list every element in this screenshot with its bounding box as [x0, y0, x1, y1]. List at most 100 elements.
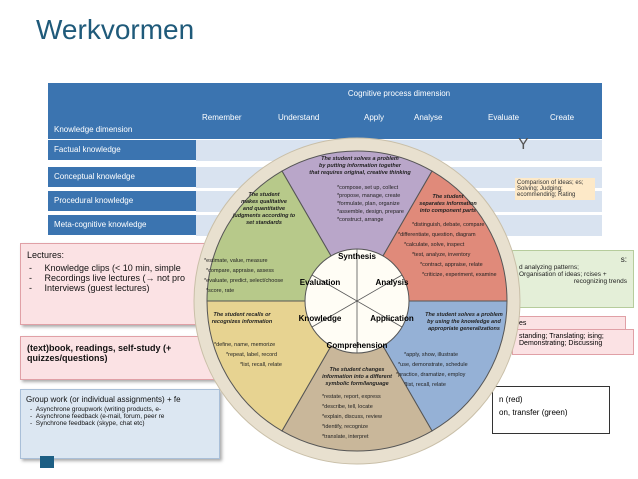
segment-description: and quantitative: [243, 206, 285, 212]
table-row-label: Conceptual knowledge: [48, 166, 196, 187]
column-header: Analyse: [414, 113, 443, 122]
list-item: - Synchrone feedback (skype, chat etc): [30, 420, 145, 427]
segment-description: judgments according to: [232, 213, 296, 219]
segment-verbs: *list, recall, relate: [240, 362, 282, 368]
segment-description: makes qualitative: [241, 199, 287, 205]
knowledge-text: The student recalls or recognizes inform…: [212, 312, 282, 368]
segment-verbs: *assemble, design, prepare: [337, 209, 404, 215]
note-line: s:: [620, 255, 627, 264]
note-line: Organisation of ideas; rcises +: [519, 271, 607, 278]
column-header: Understand: [278, 113, 320, 122]
comprehension-text: The student changes information into a d…: [322, 367, 393, 440]
list-item: - Interviews (guest lectures): [29, 283, 150, 293]
hub-label-analysis: Analysis: [376, 278, 409, 287]
segment-description: appropriate generalizations: [428, 326, 500, 332]
column-headers: Remember Understand Apply Analyse Evalua…: [196, 107, 602, 139]
comprehension-segment: [281, 299, 433, 452]
slide-title: Werkvormen: [36, 14, 195, 45]
hub-label-application: Application: [370, 314, 414, 323]
orange-note-fragment: Comparison of ideas; es; Solving; Judgin…: [515, 178, 595, 200]
note-line: recognizing trends: [573, 278, 627, 285]
segment-verbs: *criticize, experiment, examine: [422, 272, 497, 278]
note-line: n (red): [499, 395, 523, 404]
segment-verbs: *compose, set up, collect: [337, 185, 399, 191]
segment-description: symbolic form/language: [325, 381, 388, 387]
segment-verbs: *distinguish, debate, compare: [412, 222, 484, 228]
segment-verbs: *use, demonstrate, schedule: [398, 362, 468, 368]
segment-description: The student: [432, 194, 464, 200]
lectures-box: Lectures: - Knowledge clips (< 10 min, s…: [20, 243, 220, 325]
synthesis-segment: [281, 150, 433, 302]
segment-description: by putting information together: [319, 163, 402, 169]
hub-label-synthesis: Synthesis: [338, 252, 376, 261]
segment-description: The student changes: [329, 367, 384, 373]
pink-note-fragment: standing; Translating; ising; Demonstrat…: [512, 329, 634, 355]
segment-verbs: *propose, manage, create: [337, 193, 400, 199]
column-header: Create: [550, 113, 575, 122]
hub-label-comprehension: Comprehension: [327, 341, 388, 350]
list-item: - Asynchrone groupwork (writing products…: [30, 406, 162, 413]
list-item: - Asynchrone feedback (e-mail, forum, pe…: [30, 413, 165, 420]
segment-verbs: *calculate, solve, inspect: [404, 242, 465, 248]
segment-verbs: *formulate, plan, organize: [337, 201, 400, 207]
table-row-label: Factual knowledge: [48, 139, 196, 160]
column-header: Remember: [202, 113, 242, 122]
table-row-label: Procedural knowledge: [48, 190, 196, 211]
logo-fragment: [40, 456, 54, 468]
segment-verbs: *evaluate, predict, select/choose: [204, 278, 283, 284]
segment-verbs: *apply, show, illustrate: [404, 352, 458, 358]
textbook-box: (text)book, readings, self-study (+ quiz…: [20, 336, 220, 380]
synthesis-text: The student solves a problem by putting …: [309, 156, 411, 223]
segment-description: The student solves a problem: [425, 312, 503, 318]
note-line: d analyzing patterns;: [519, 264, 579, 271]
green-note-fragment: s: d analyzing patterns; Organisation of…: [512, 250, 634, 308]
column-header: Evaluate: [488, 113, 520, 122]
segment-description: The student: [248, 192, 280, 198]
segment-verbs: *estimate, value, measure: [204, 258, 268, 264]
table-corner-header: Knowledge dimension: [48, 83, 196, 139]
segment-description: The student recalls or: [213, 312, 271, 318]
application-text: The student solves a problem by using th…: [396, 312, 503, 388]
segment-description: recognizes information: [212, 319, 273, 325]
segment-verbs: *compare, appraise, assess: [206, 268, 274, 274]
segment-verbs: *practice, dramatize, employ: [396, 372, 466, 378]
segment-description: by using the knowledge and: [427, 319, 501, 325]
partial-heading-letter: Y: [518, 136, 529, 153]
segment-verbs: *test, analyze, inventory: [412, 252, 471, 258]
segment-verbs: *list, recall, relate: [404, 382, 446, 388]
list-item: - Recordings live lectures (→ not pro: [29, 273, 186, 283]
column-header: Apply: [364, 113, 385, 122]
segment-verbs: *construct, arrange: [337, 217, 383, 223]
hub-label-knowledge: Knowledge: [299, 314, 342, 323]
analysis-text: The student separates information into c…: [398, 194, 497, 278]
segment-verbs: *identify, recognize: [322, 424, 368, 430]
segment-verbs: *restate, report, express: [322, 394, 381, 400]
cognitive-process-header: Cognitive process dimension: [196, 83, 602, 107]
hub-label-evaluation: Evaluation: [300, 278, 341, 287]
segment-description: set standards: [246, 220, 282, 226]
group-work-title: Group work (or individual assignments) +…: [26, 395, 181, 404]
bloom-taxonomy-wheel: Synthesis Analysis Application Comprehen…: [193, 137, 521, 465]
segment-description: information into a different: [322, 374, 393, 380]
legend-note-fragment: n (red) on, transfer (green): [492, 386, 610, 434]
evaluation-text: The student makes qualitative and quanti…: [204, 192, 296, 294]
segment-verbs: *repeat, label, record: [226, 352, 277, 358]
segment-verbs: *explain, discuss, review: [322, 414, 382, 420]
segment-verbs: *differentiate, question, diagram: [398, 232, 476, 238]
segment-description: The student solves a problem: [321, 156, 399, 162]
segment-description: that requires original, creative thinkin…: [309, 170, 411, 176]
segment-verbs: *score, rate: [206, 288, 234, 294]
group-work-box: Group work (or individual assignments) +…: [20, 389, 220, 459]
note-line: on, transfer (green): [499, 408, 568, 417]
segment-description: separates information: [419, 201, 477, 207]
list-item: - Knowledge clips (< 10 min, simple: [29, 263, 181, 273]
segment-description: into component parts: [420, 208, 476, 214]
segment-verbs: *describe, tell, locate: [322, 404, 373, 410]
hub-divider: [311, 274, 403, 328]
segment-verbs: *define, name, memorize: [214, 342, 275, 348]
segment-verbs: *contract, appraise, relate: [420, 262, 483, 268]
segment-verbs: *translate, interpret: [322, 434, 369, 440]
knowledge-dimension-label: Knowledge dimension: [54, 125, 133, 134]
table-row-label: Meta-cognitive knowledge: [48, 214, 196, 235]
lectures-title: Lectures:: [27, 250, 65, 260]
